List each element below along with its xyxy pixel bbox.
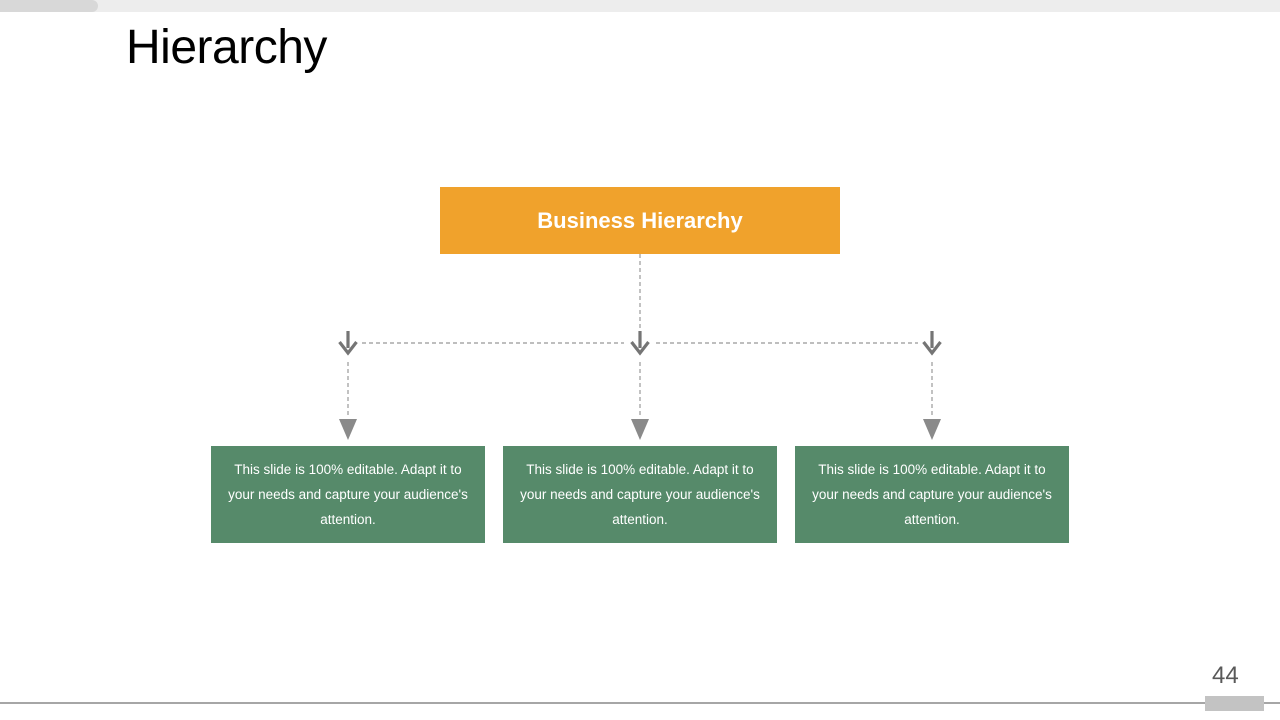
child-node-2: This slide is 100% editable. Adapt it to…: [503, 446, 777, 543]
top-scrollbar-track[interactable]: [0, 0, 1280, 12]
drop-connector-left: [338, 331, 358, 440]
top-scrollbar-thumb[interactable]: [0, 0, 98, 12]
arrow-down-icon: [630, 341, 650, 356]
page-title: Hierarchy: [126, 21, 327, 74]
page-number: 44: [1212, 662, 1239, 689]
bottom-scrollbar-thumb[interactable]: [1205, 696, 1264, 711]
child-node-1: This slide is 100% editable. Adapt it to…: [211, 446, 485, 543]
child-node-2-text: This slide is 100% editable. Adapt it to…: [520, 462, 760, 527]
arrow-down-icon: [338, 341, 358, 356]
child-node-1-text: This slide is 100% editable. Adapt it to…: [228, 462, 468, 527]
root-node-business-hierarchy: Business Hierarchy: [440, 187, 840, 254]
arrowhead-down-icon: [339, 419, 357, 440]
child-node-3-text: This slide is 100% editable. Adapt it to…: [812, 462, 1052, 527]
arrowhead-down-icon: [923, 419, 941, 440]
root-node-label: Business Hierarchy: [537, 207, 743, 233]
drop-connector-middle: [630, 331, 650, 440]
child-node-3: This slide is 100% editable. Adapt it to…: [795, 446, 1069, 543]
drop-connector-right: [922, 331, 942, 440]
arrowhead-down-icon: [631, 419, 649, 440]
arrow-down-icon: [922, 341, 942, 356]
bottom-divider-line: [0, 702, 1280, 704]
